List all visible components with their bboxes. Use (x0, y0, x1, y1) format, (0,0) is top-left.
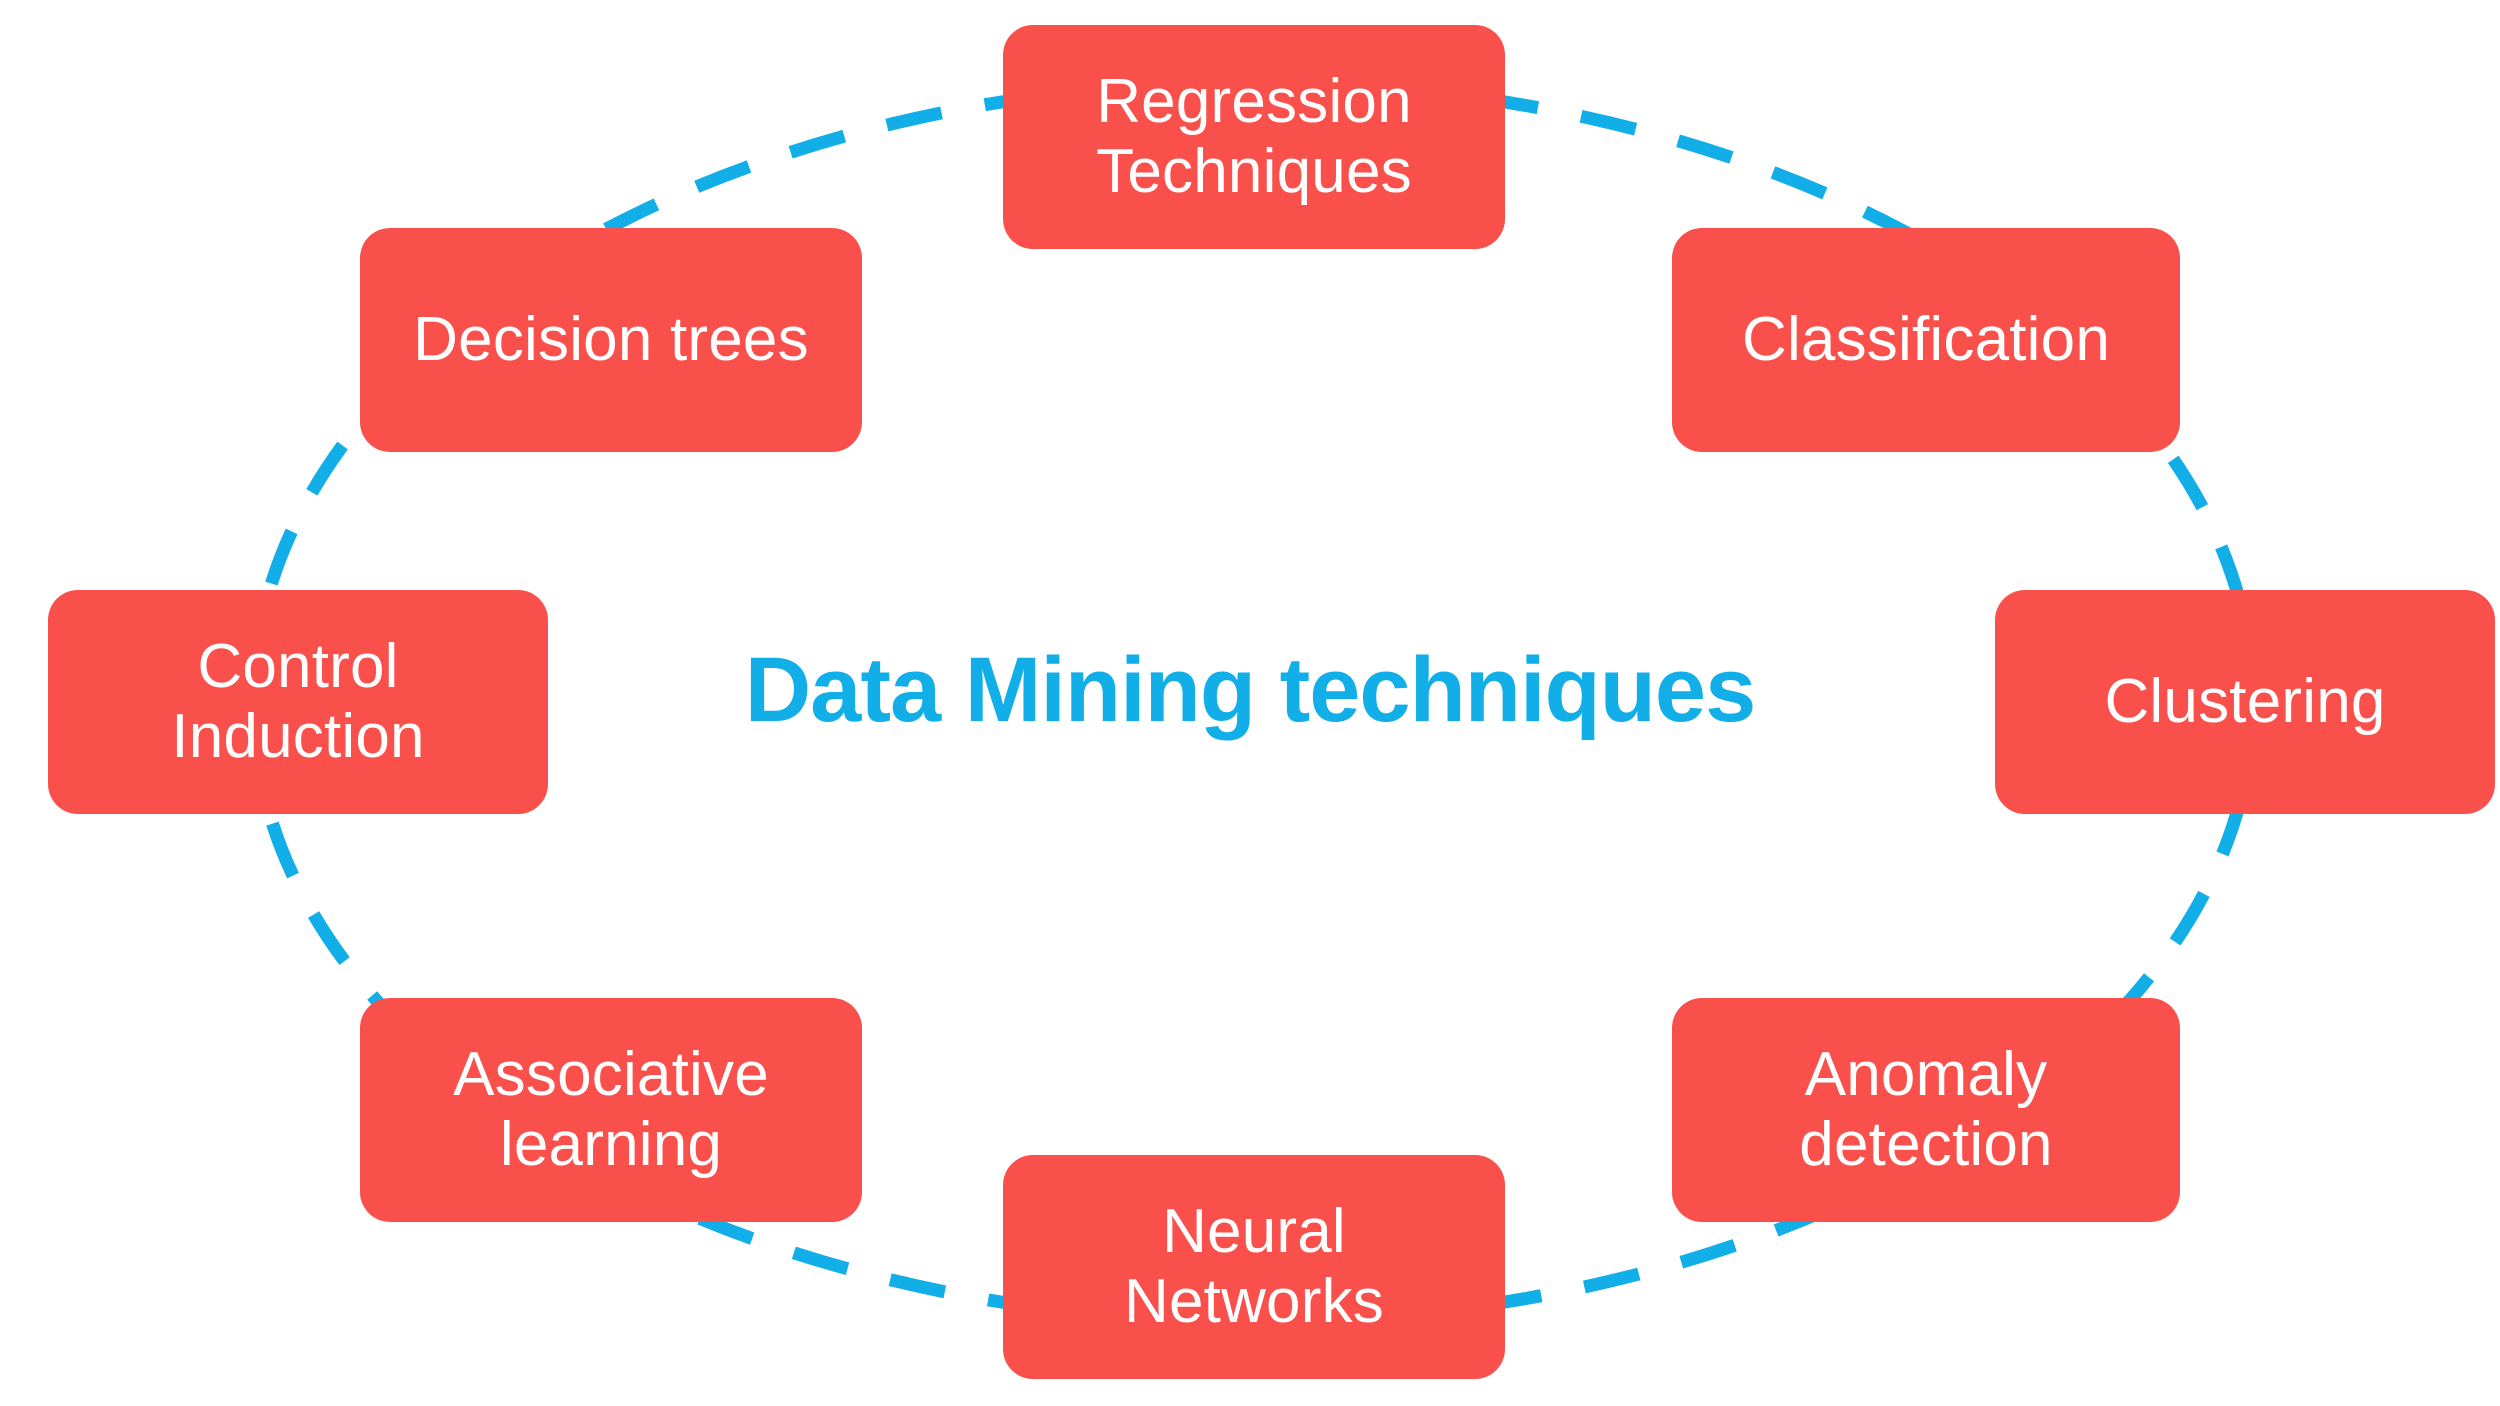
node-anomaly-detection[interactable]: Anomaly detection (1672, 998, 2180, 1222)
node-clustering[interactable]: Clustering (1995, 590, 2495, 814)
node-classification[interactable]: Classification (1672, 228, 2180, 452)
node-label: Neural Networks (1124, 1196, 1384, 1336)
node-label: Regression Techniques (1096, 66, 1412, 206)
node-associative-learning[interactable]: Associative learning (360, 998, 862, 1222)
node-label: Anomaly detection (1799, 1039, 2053, 1179)
node-label: Clustering (2104, 666, 2386, 736)
node-neural-networks[interactable]: Neural Networks (1003, 1155, 1505, 1379)
node-decision-trees[interactable]: Decision trees (360, 228, 862, 452)
node-label: Classification (1741, 304, 2111, 374)
node-regression-techniques[interactable]: Regression Techniques (1003, 25, 1505, 249)
node-label: Decision trees (413, 304, 809, 374)
node-label: Control Induction (171, 631, 425, 771)
page-title: Data Mining techniques (744, 639, 1757, 741)
node-label: Associative learning (453, 1039, 769, 1179)
node-control-induction[interactable]: Control Induction (48, 590, 548, 814)
